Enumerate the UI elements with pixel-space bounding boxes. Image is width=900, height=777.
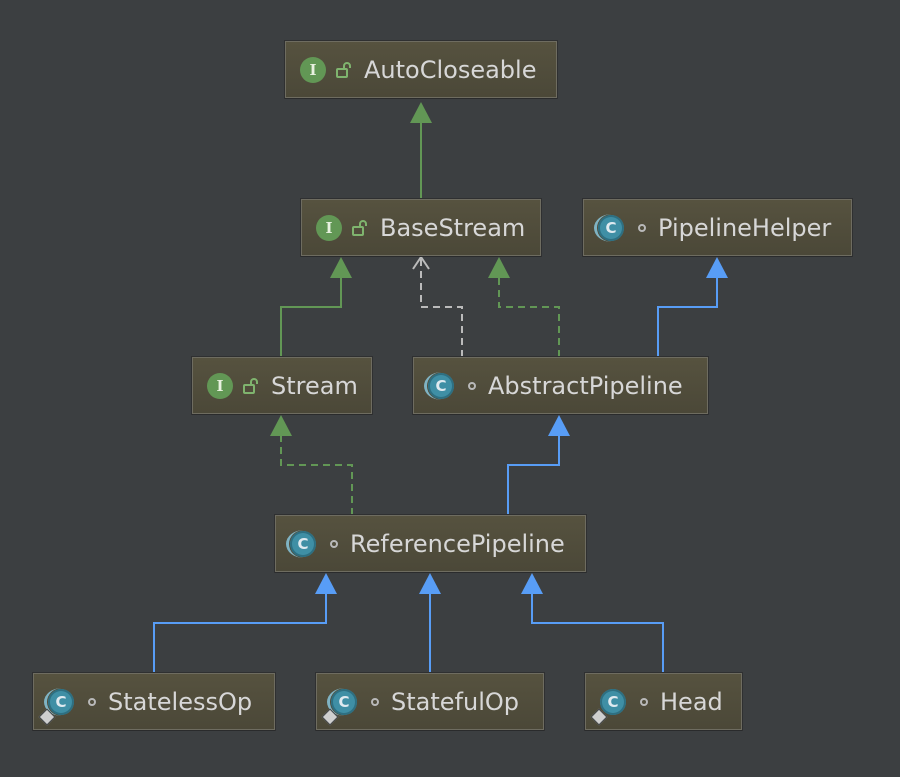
package-private-icon	[330, 539, 338, 548]
abstract-class-icon: C	[594, 213, 624, 242]
node-pipelinehelper[interactable]: C PipelineHelper	[583, 199, 852, 256]
static-class-icon: C	[590, 688, 626, 725]
arrowhead	[270, 415, 292, 436]
lock-open-icon	[352, 219, 367, 236]
interface-icon: I	[316, 214, 342, 241]
node-label: Stream	[271, 371, 358, 400]
node-head[interactable]: C Head	[585, 673, 742, 730]
node-stream[interactable]: I Stream	[192, 357, 372, 414]
edge-extends-head-to-referencepipeline	[521, 573, 664, 673]
arrowhead	[548, 415, 570, 436]
node-label: StatelessOp	[108, 687, 253, 716]
edge-implements-abstractpipeline-to-basestream	[488, 257, 560, 357]
node-abstractpipeline[interactable]: C AbstractPipeline	[413, 357, 708, 414]
arrowhead	[706, 257, 728, 278]
arrowhead	[412, 255, 430, 270]
interface-icon: I	[207, 372, 233, 399]
node-label: PipelineHelper	[658, 213, 832, 242]
package-private-icon	[88, 697, 96, 706]
package-private-icon	[468, 381, 476, 390]
package-private-icon	[638, 223, 646, 232]
lock-open-icon	[243, 377, 258, 394]
edge-extends-statelessop-to-referencepipeline	[153, 573, 337, 673]
arrowhead	[315, 573, 337, 594]
node-autocloseable[interactable]: I AutoCloseable	[285, 41, 557, 98]
edge-implements-referencepipeline-to-stream	[270, 415, 353, 515]
arrowhead	[521, 573, 543, 594]
abstract-static-class-icon: C	[321, 687, 357, 725]
abstract-class-icon: C	[424, 371, 454, 400]
static-icon	[590, 708, 608, 725]
edge-extends-statefulop-to-referencepipeline	[419, 573, 441, 673]
package-private-icon	[371, 697, 379, 706]
node-label: AutoCloseable	[364, 55, 537, 84]
abstract-static-class-icon: C	[38, 687, 74, 725]
interface-icon: I	[300, 56, 326, 83]
edge-uses-abstractpipeline-to-basestream	[412, 255, 463, 357]
abstract-class-icon: C	[286, 529, 316, 558]
node-statefulop[interactable]: C StatefulOp	[316, 673, 544, 730]
arrowhead	[330, 257, 352, 278]
edge-interface-extends-stream-to-basestream	[280, 257, 352, 357]
node-referencepipeline[interactable]: C ReferencePipeline	[275, 515, 586, 572]
arrowhead	[419, 573, 441, 594]
edge-extends-referencepipeline-to-abstractpipeline	[507, 415, 570, 515]
arrowhead	[488, 257, 510, 278]
node-statelessop[interactable]: C StatelessOp	[33, 673, 275, 730]
node-label: AbstractPipeline	[488, 371, 683, 400]
node-label: BaseStream	[380, 213, 526, 242]
node-basestream[interactable]: I BaseStream	[301, 199, 541, 256]
edge-extends-abstractpipeline-to-pipelinehelper	[657, 257, 728, 357]
arrowhead	[410, 102, 432, 123]
package-private-icon	[640, 697, 648, 706]
lock-open-icon	[336, 61, 351, 78]
node-label: ReferencePipeline	[350, 529, 565, 558]
node-label: StatefulOp	[391, 687, 519, 716]
node-label: Head	[660, 687, 723, 716]
edge-interface-extends-basestream-to-autocloseable	[410, 102, 432, 199]
